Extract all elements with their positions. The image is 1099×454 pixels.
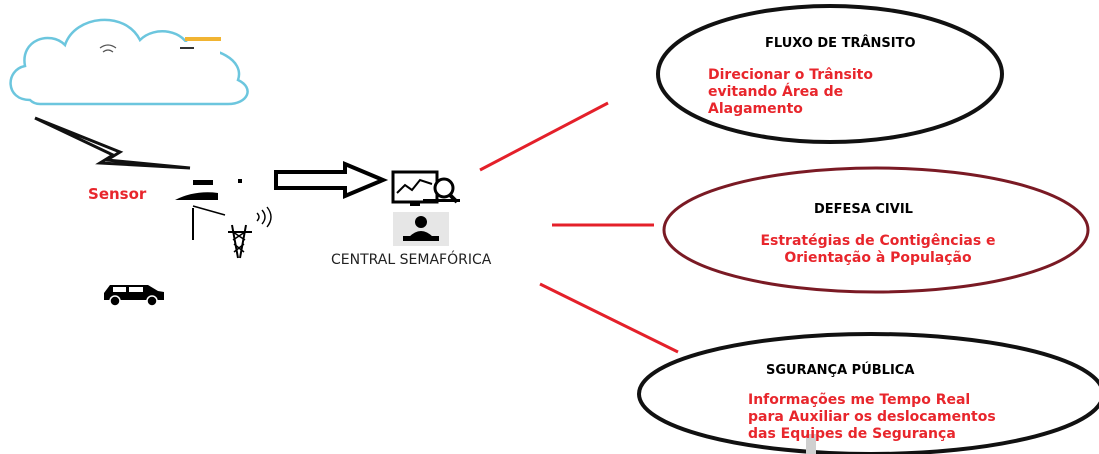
fluxo-line-1: Direcionar o Trânsito [708, 67, 873, 83]
seguranca-line-3: das Equipes de Segurança [748, 426, 956, 442]
node-fluxo-ellipse [656, 4, 1004, 144]
defesa-line-2: Orientação à População [784, 250, 972, 266]
arrow-right-icon [274, 160, 389, 200]
defesa-description: Estratégias de Contigências e Orientação… [718, 233, 1038, 267]
defesa-title: DEFESA CIVIL [814, 202, 913, 217]
sensor-icon [175, 179, 242, 200]
fluxo-title: FLUXO DE TRÂNSITO [765, 36, 916, 51]
node-defesa-ellipse [662, 166, 1090, 294]
sensor-label-rest: ensor [98, 185, 147, 203]
central-semaforica-label: CENTRAL SEMAFÓRICA [331, 252, 492, 268]
seguranca-line-1: Informações me Tempo Real [748, 392, 971, 408]
fluxo-description: Direcionar o Trânsito evitando Área de A… [708, 67, 928, 118]
connector-seguranca [539, 282, 679, 354]
seguranca-title: SGURANÇA PÚBLICA [766, 363, 915, 378]
defesa-line-1: Estratégias de Contigências e [760, 233, 996, 249]
antenna-tower-icon [192, 205, 272, 259]
fluxo-line-2: evitando Área de [708, 84, 844, 100]
node-seguranca-ellipse [637, 332, 1099, 454]
operator-icon [393, 212, 449, 246]
cloud-icon [9, 18, 249, 106]
lightning-icon [34, 116, 191, 170]
seguranca-line-2: para Auxiliar os deslocamentos [748, 409, 996, 425]
seguranca-description: Informações me Tempo Real para Auxiliar … [748, 392, 1048, 443]
connector-fluxo [479, 101, 609, 172]
sensor-label: Sensor [88, 185, 146, 203]
sensor-label-initial: S [88, 185, 99, 203]
monitor-chart-icon [391, 170, 460, 206]
fluxo-line-3: Alagamento [708, 101, 803, 117]
car-icon [104, 285, 164, 307]
